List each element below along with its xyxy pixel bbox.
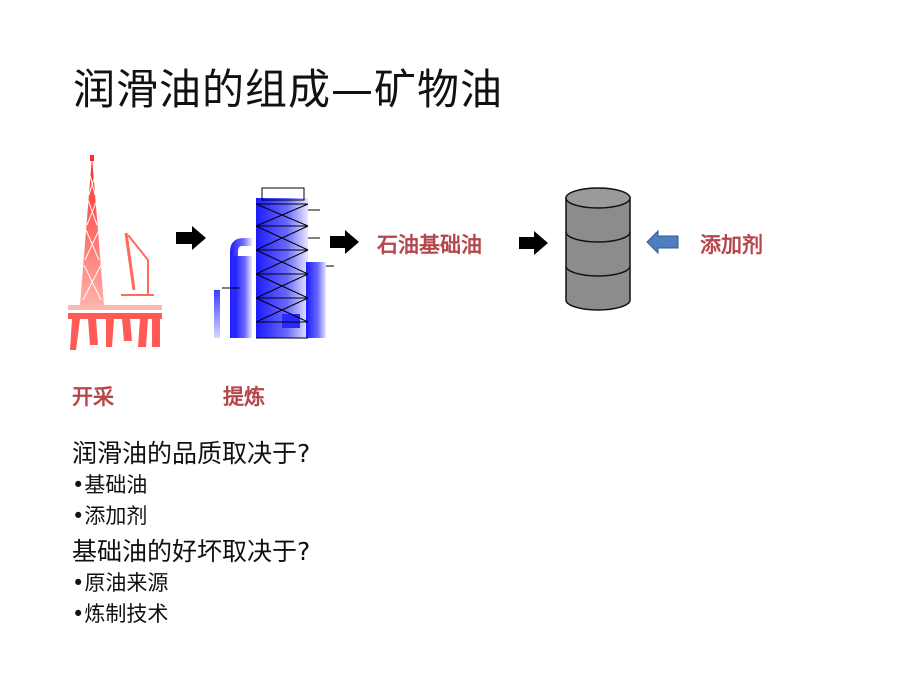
arrow-right-icon: [330, 230, 359, 254]
oil-barrel-icon: [565, 187, 631, 311]
question-1: 润滑油的品质取决于?: [72, 439, 311, 468]
list-item: •基础油: [72, 473, 148, 497]
list-item: •添加剂: [72, 504, 148, 528]
list-item: •炼制技术: [72, 602, 169, 626]
refine-label: 提炼: [223, 385, 265, 409]
additive-label: 添加剂: [700, 233, 763, 257]
slide-title: 润滑油的组成—矿物油: [73, 65, 504, 114]
question-2: 基础油的好坏取决于?: [72, 537, 311, 566]
arrow-left-icon: [646, 229, 679, 255]
extract-label: 开采: [72, 385, 114, 409]
list-item: •原油来源: [72, 571, 169, 595]
base-oil-label: 石油基础油: [377, 233, 482, 257]
oil-rig-icon: [68, 155, 162, 350]
arrow-right-icon: [176, 226, 206, 250]
arrow-right-icon: [519, 231, 548, 255]
refinery-icon: [214, 187, 334, 339]
